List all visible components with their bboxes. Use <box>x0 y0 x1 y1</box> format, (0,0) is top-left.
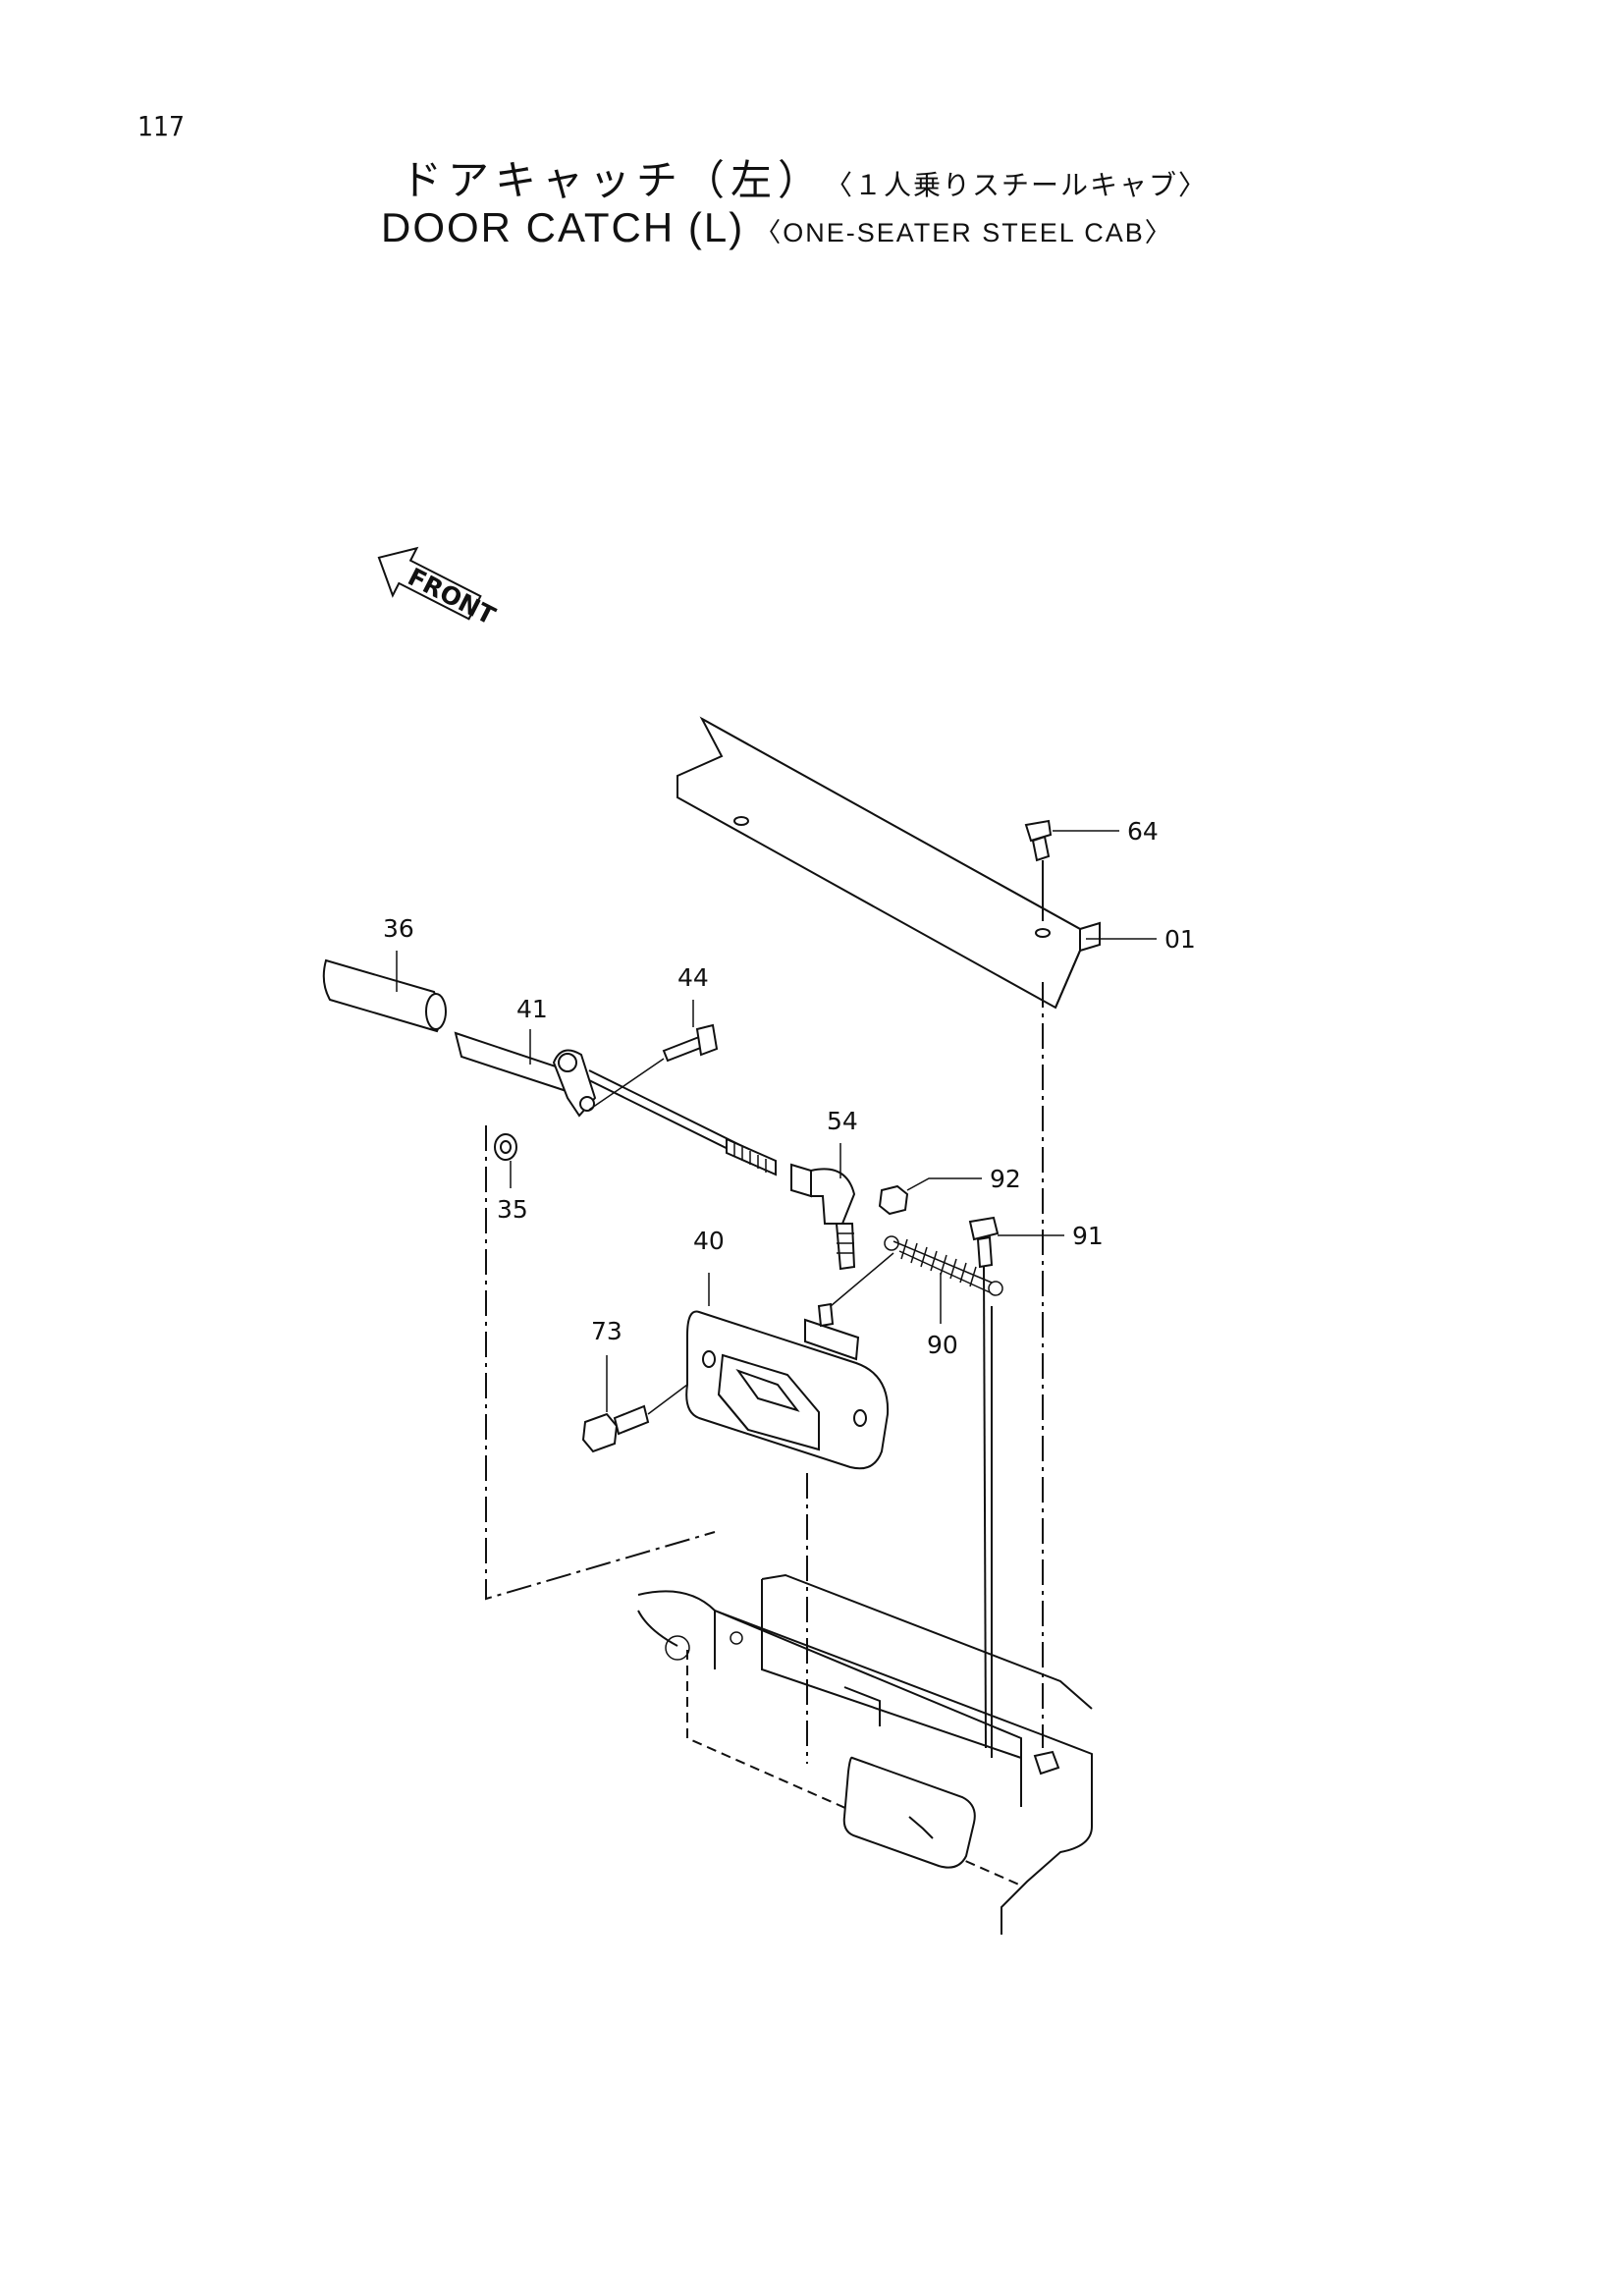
leader-lines <box>396 830 1157 1412</box>
part-01-bracket <box>676 716 1101 1010</box>
callout-40: 40 <box>693 1227 725 1255</box>
part-36-grip <box>322 958 447 1033</box>
title-en-main: DOOR CATCH (L) <box>381 204 745 250</box>
part-41-lever <box>454 1031 597 1118</box>
callout-64: 64 <box>1127 817 1159 846</box>
callout-35: 35 <box>497 1195 528 1224</box>
callout-44: 44 <box>677 963 709 992</box>
part-92-nut <box>878 1184 909 1216</box>
callout-91: 91 <box>1072 1222 1104 1250</box>
callout-92: 92 <box>990 1165 1021 1193</box>
page-title-english: DOOR CATCH (L) 〈ONE-SEATER STEEL CAB〉 <box>381 204 1173 251</box>
part-91-bolt <box>968 1216 1000 1269</box>
part-64-bolt <box>1024 819 1053 921</box>
front-arrow: FRONT <box>377 546 500 630</box>
front-arrow-icon <box>377 546 482 621</box>
page-title-japanese: ドアキャッチ（左） 〈１人乗りスチールキャブ〉 <box>401 147 1208 207</box>
title-en-sub: 〈ONE-SEATER STEEL CAB〉 <box>754 218 1173 247</box>
page-number: 117 <box>137 110 186 142</box>
part-44-bolt <box>588 1023 719 1111</box>
callout-41: 41 <box>516 995 548 1023</box>
part-rod <box>588 1069 777 1176</box>
front-arrow-label: FRONT <box>404 563 500 630</box>
alignment-lines <box>485 982 1044 1764</box>
callout-73: 73 <box>591 1317 622 1345</box>
title-jp-main: ドアキャッチ（左） <box>401 156 826 204</box>
callout-36: 36 <box>383 914 414 943</box>
callout-54: 54 <box>827 1107 858 1135</box>
part-54-rod-end <box>790 1163 856 1271</box>
door-frame-base <box>637 1573 1093 1935</box>
title-jp-sub: 〈１人乗りスチールキャブ〉 <box>839 169 1209 201</box>
callout-01: 01 <box>1164 925 1196 954</box>
callout-90: 90 <box>927 1331 958 1359</box>
part-40-catch-plate <box>685 1302 890 1470</box>
part-35-collar <box>494 1133 517 1161</box>
part-90-spring <box>884 1235 1003 1296</box>
part-73-bolt <box>581 1384 688 1453</box>
